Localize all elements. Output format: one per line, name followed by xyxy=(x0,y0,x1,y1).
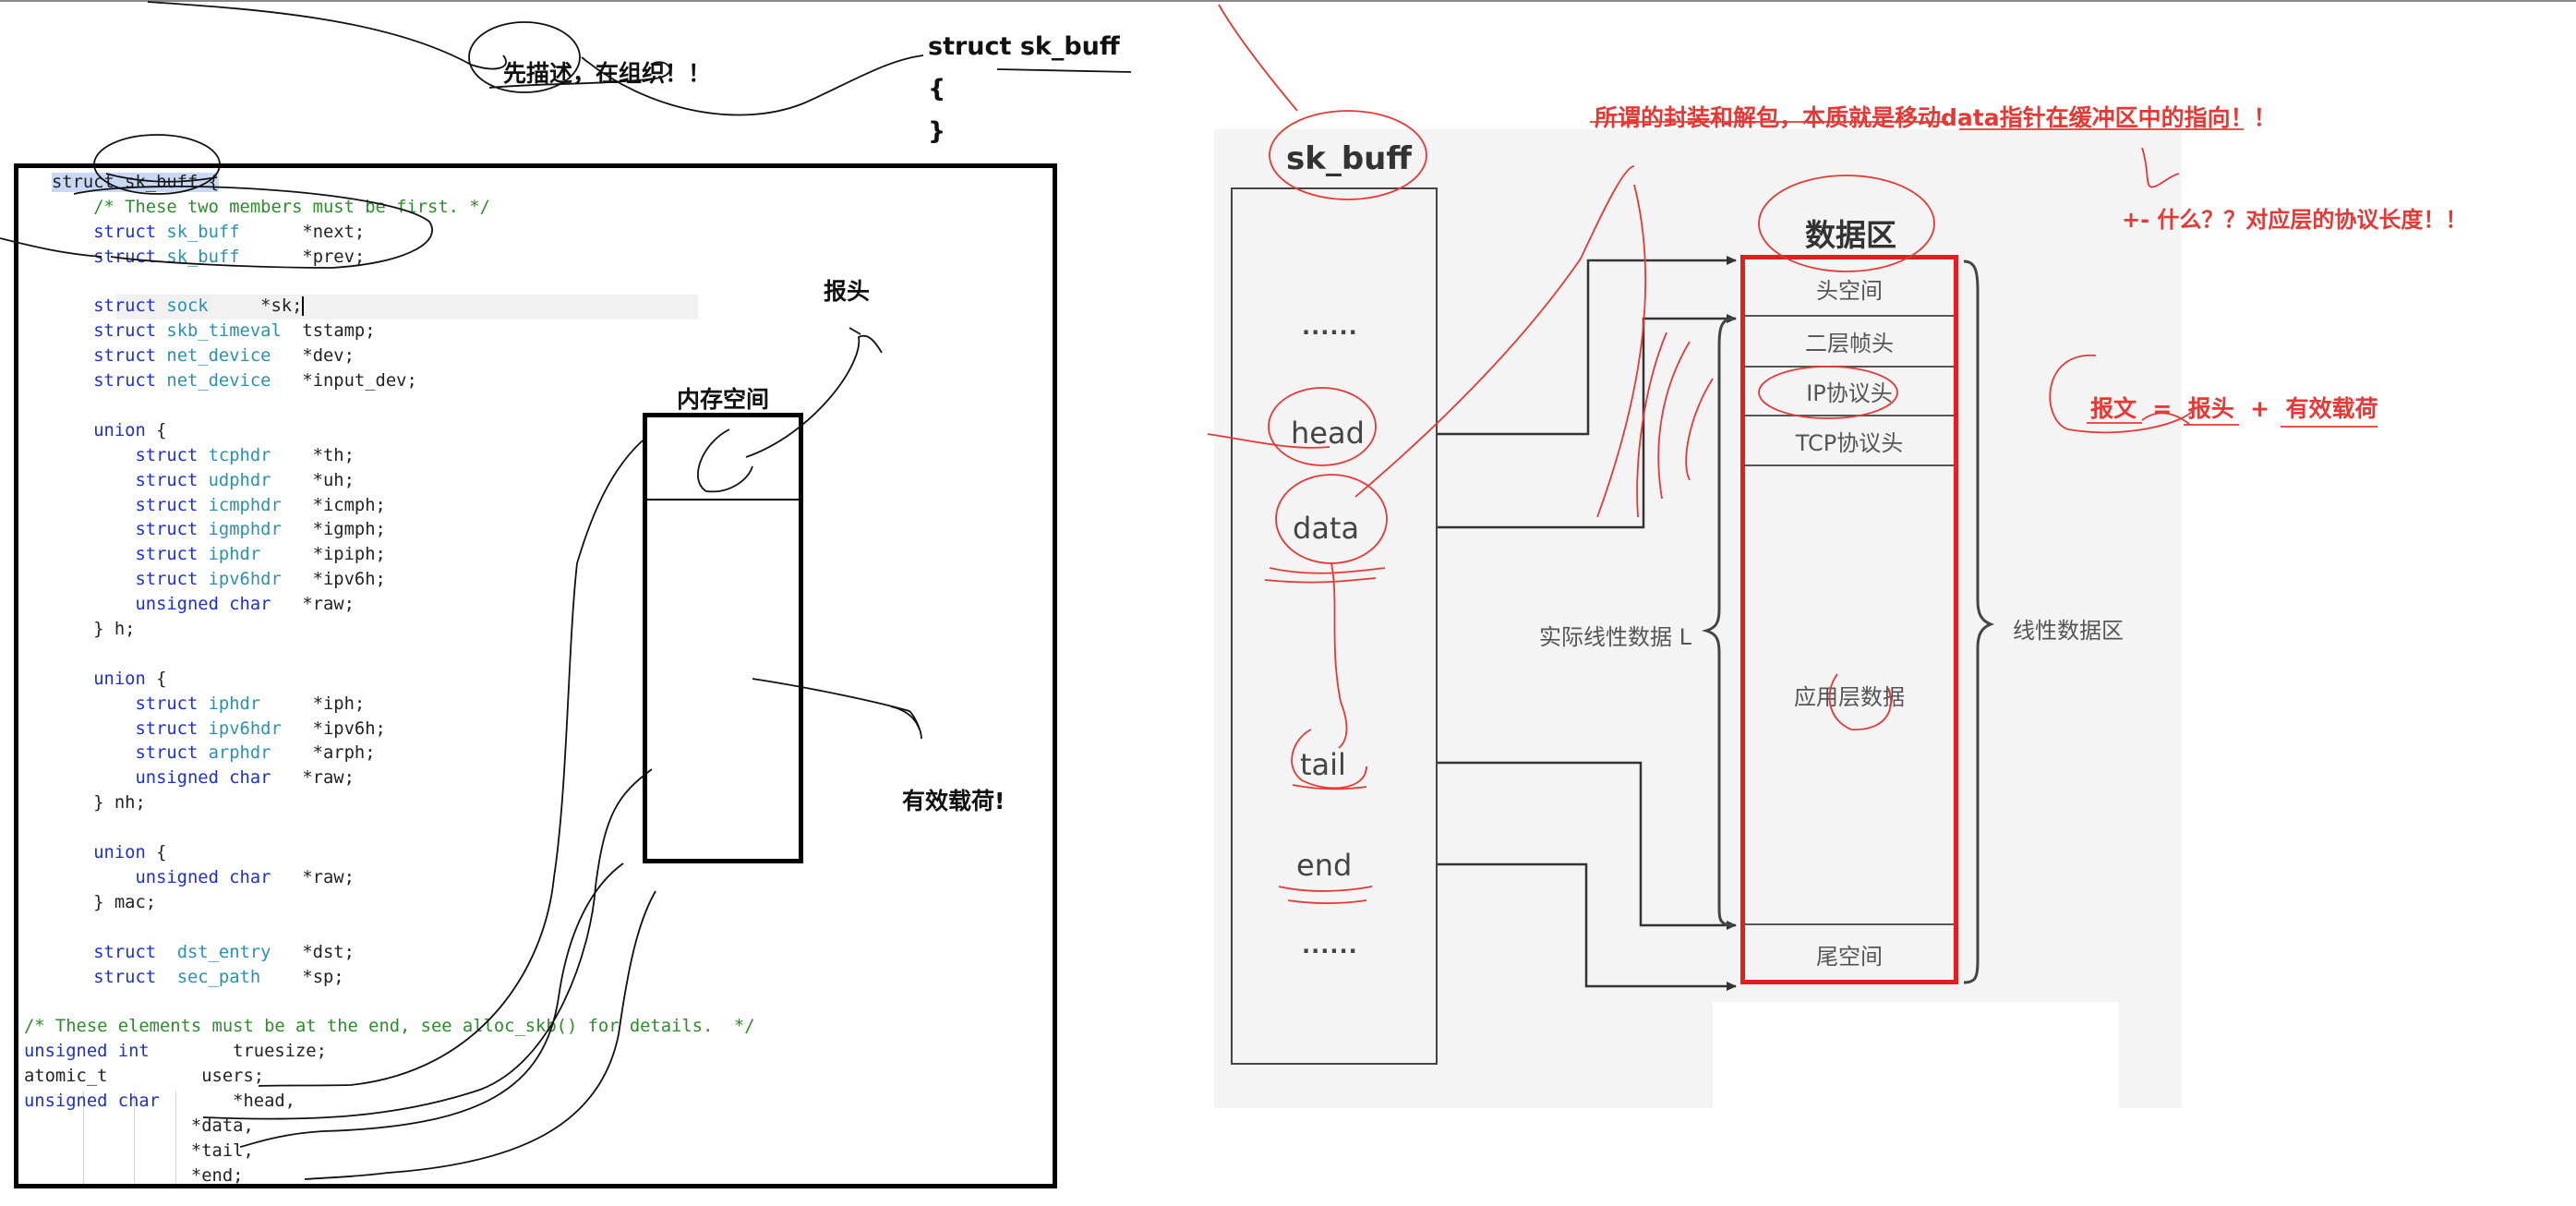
struct-snippet-line1: struct sk_buff xyxy=(928,32,1120,61)
code-line: union { xyxy=(52,669,167,689)
code-line: *tail, xyxy=(24,1140,254,1161)
code-line: struct sk_buff { xyxy=(52,173,219,192)
dots-top: ...... xyxy=(1302,314,1358,340)
message-formula-note: 报文 = 报头 + 有效载荷 xyxy=(2090,395,2378,422)
data-area-red-frame xyxy=(1740,255,1958,984)
diagram-cover xyxy=(1713,1002,2119,1113)
data-area-title: 数据区 xyxy=(1805,217,1896,253)
field-end: end xyxy=(1296,848,1353,883)
top-border-line xyxy=(0,0,2576,2)
field-data: data xyxy=(1293,511,1360,546)
indent-guide xyxy=(134,1091,135,1184)
linear-data-area-label: 线性数据区 xyxy=(2013,618,2124,644)
code-line: /* These two members must be first. */ xyxy=(52,197,490,217)
code-line xyxy=(52,990,755,1015)
describe-organize-note: 先描述，在组织！！ xyxy=(503,60,712,87)
tcp-header-cell: TCP协议头 xyxy=(1742,416,1956,466)
code-line: } mac; xyxy=(52,892,157,912)
code-line: /* These elements must be at the end, se… xyxy=(24,1017,755,1037)
header-label: 报头 xyxy=(824,278,871,305)
code-line-current: struct sock *sk; xyxy=(52,295,755,320)
indent-guide xyxy=(175,1091,176,1184)
memory-space-label: 内存空间 xyxy=(677,386,770,413)
code-line: struct sk_buff *next; xyxy=(52,222,366,242)
code-line: } nh; xyxy=(52,793,146,814)
code-line: struct sk_buff *prev; xyxy=(52,247,366,267)
struct-snippet: struct sk_buff { } xyxy=(928,26,1120,153)
head-room-cell: 头空间 xyxy=(1742,261,1956,317)
code-line: atomic_t users; xyxy=(24,1067,265,1087)
memory-space-box xyxy=(643,413,803,863)
code-line: union { xyxy=(52,843,167,863)
actual-linear-data-label: 实际线性数据 L xyxy=(1539,624,1691,650)
struct-snippet-line3: } xyxy=(928,117,946,146)
struct-snippet-line2: { xyxy=(928,75,946,103)
memory-space-divider xyxy=(643,499,803,500)
tail-room-cell: 尾空间 xyxy=(1816,943,1883,970)
code-line: *end; xyxy=(24,1165,244,1186)
code-line: unsigned char *head, xyxy=(24,1091,295,1111)
protocol-length-note: +- 什么？？对应层的协议长度！！ xyxy=(2122,207,2468,233)
code-line: struct net_device *dev; xyxy=(52,346,355,367)
code-line: } h; xyxy=(52,620,136,640)
field-head: head xyxy=(1291,416,1365,451)
dots-bottom: ...... xyxy=(1302,933,1358,959)
sk-buff-title: sk_buff xyxy=(1286,140,1412,177)
code-line xyxy=(52,916,755,941)
field-tail: tail xyxy=(1300,747,1346,782)
payload-label: 有效载荷! xyxy=(902,788,1005,814)
code-line: *data, xyxy=(24,1116,254,1136)
encapsulation-note: 所谓的封装和解包，本质就是移动data指针在缓冲区中的指向！！ xyxy=(1595,104,2277,131)
code-line: struct dst_entry *dst; xyxy=(52,942,355,962)
code-line: union { xyxy=(52,420,167,440)
code-line: unsigned int truesize; xyxy=(24,1042,327,1062)
code-line: struct skb_timeval tstamp; xyxy=(52,321,376,342)
code-line: unsigned char *raw; xyxy=(52,867,355,887)
code-line: struct net_device *input_dev; xyxy=(52,371,417,392)
code-line xyxy=(52,271,755,295)
indent-guide xyxy=(83,1091,84,1184)
code-panel: struct sk_buff { /* These two members mu… xyxy=(14,163,1057,1188)
code-line: struct sec_path *sp; xyxy=(52,967,344,987)
